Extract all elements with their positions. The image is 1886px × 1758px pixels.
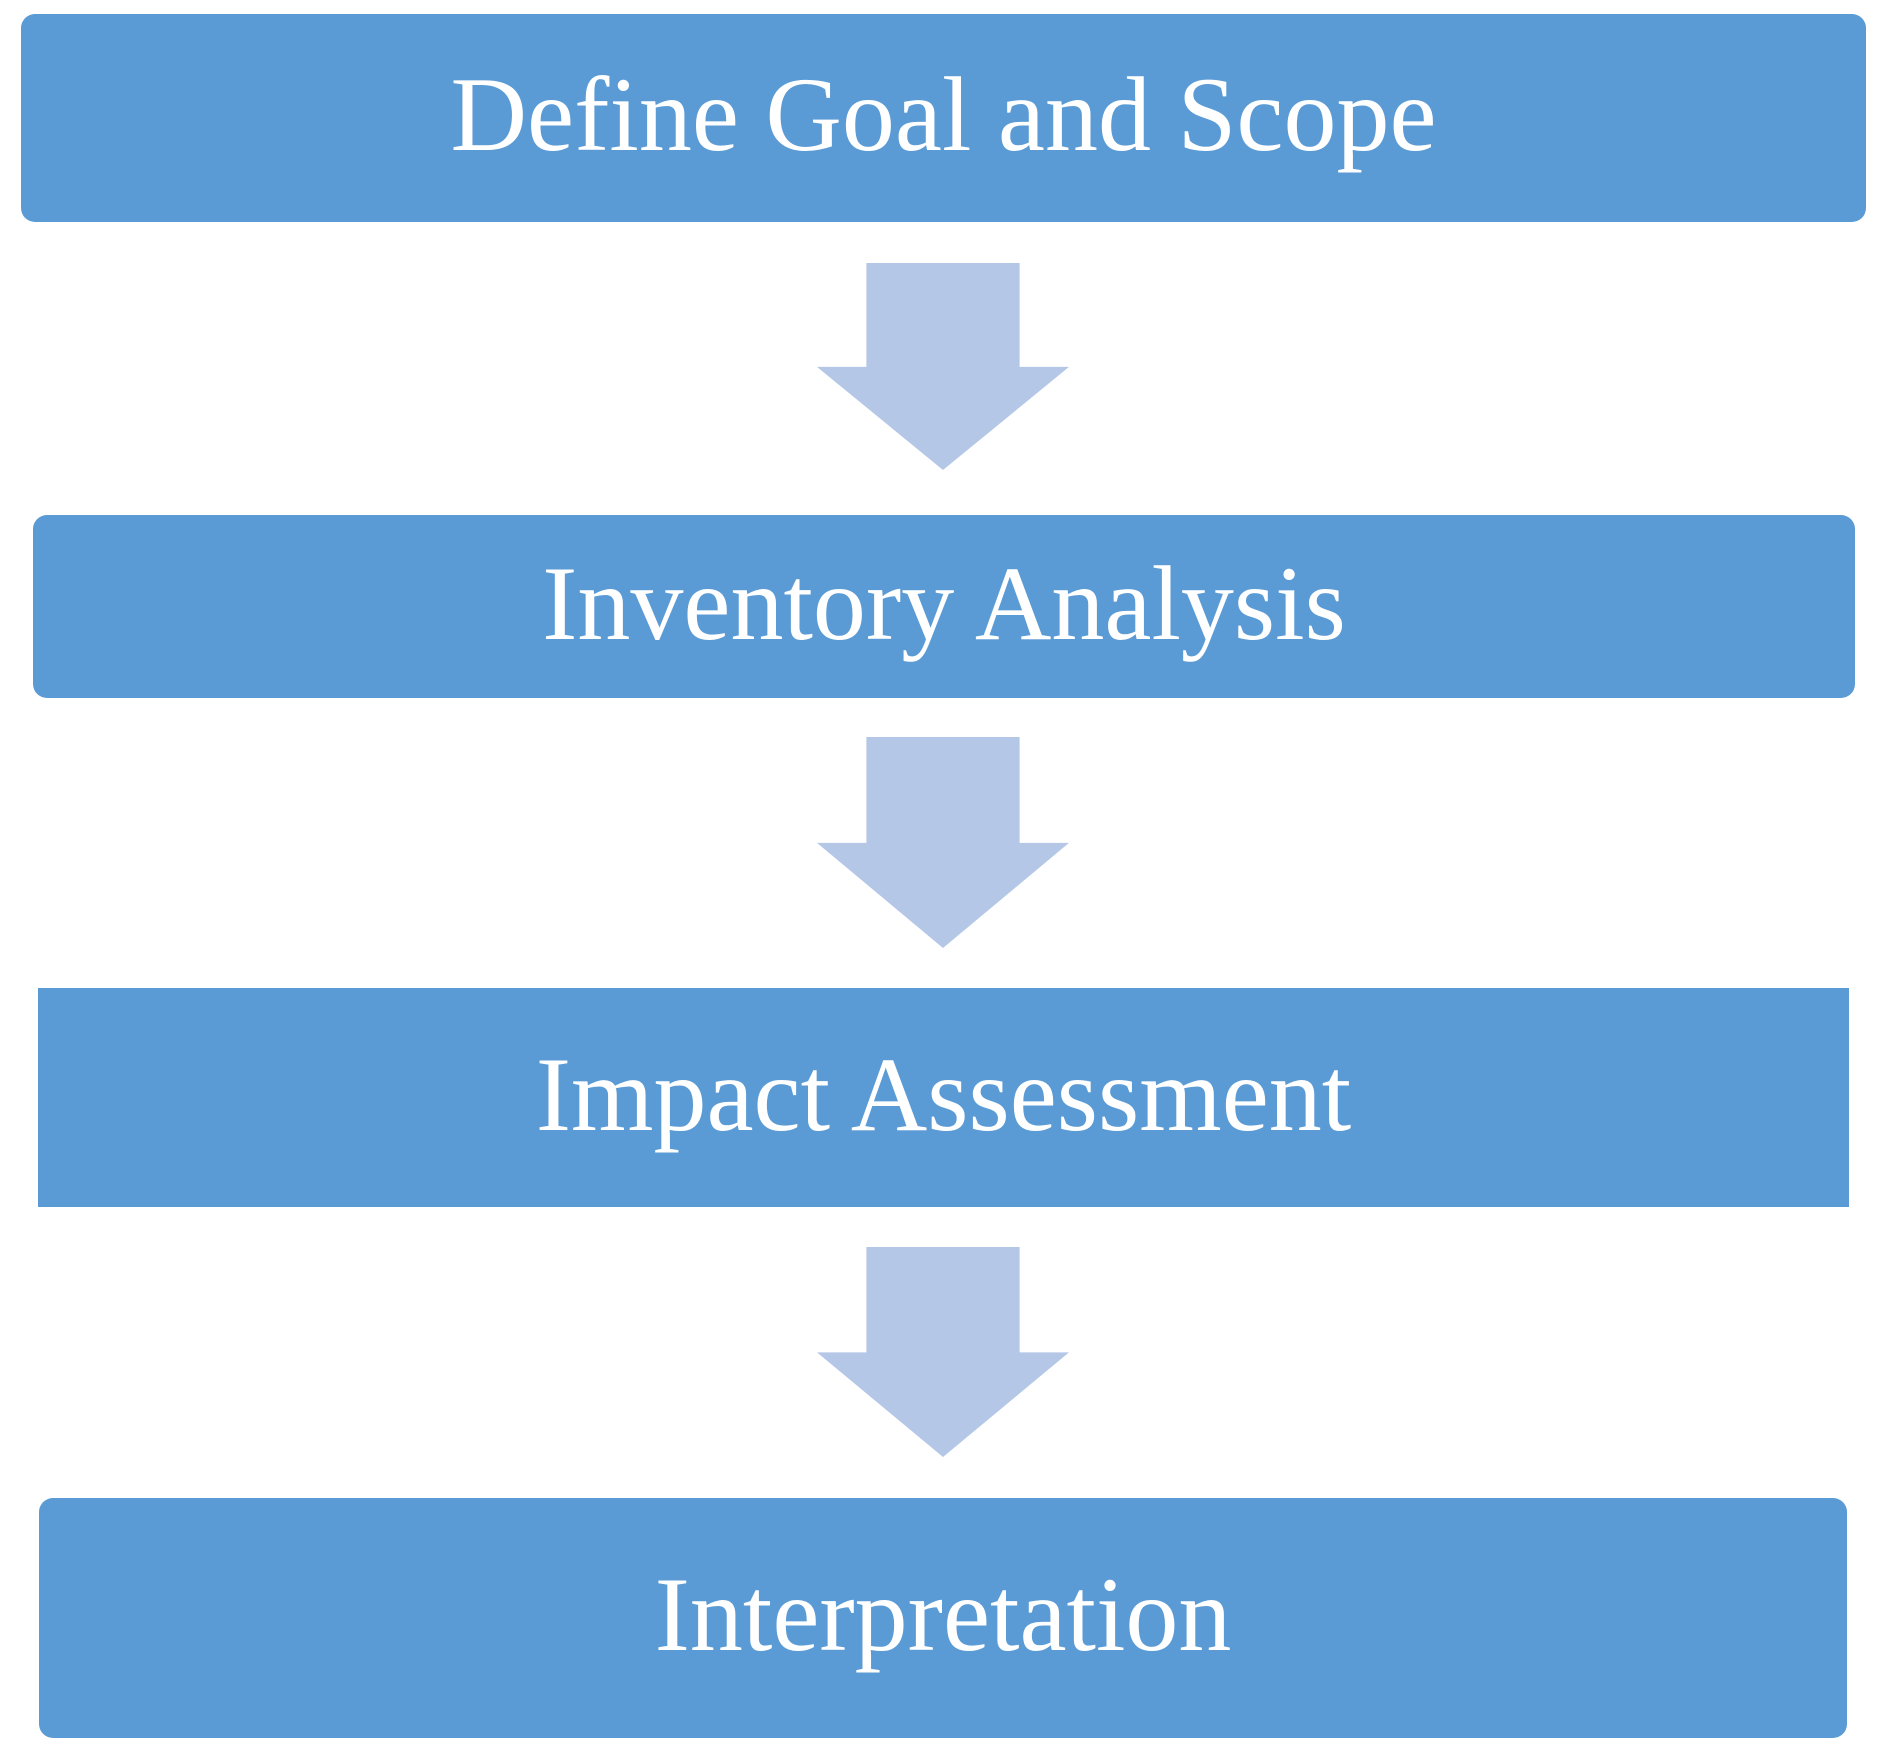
step-label-interpretation: Interpretation bbox=[654, 1556, 1232, 1673]
step-box-define-goal-and-scope: Define Goal and Scope bbox=[21, 14, 1866, 222]
step-label-inventory-analysis: Inventory Analysis bbox=[542, 544, 1346, 662]
step-box-impact-assessment: Impact Assessment bbox=[38, 988, 1849, 1207]
step-box-interpretation: Interpretation bbox=[39, 1498, 1847, 1738]
step-box-inventory-analysis: Inventory Analysis bbox=[33, 515, 1855, 698]
step-label-impact-assessment: Impact Assessment bbox=[535, 1035, 1352, 1153]
down-arrow-icon bbox=[817, 1247, 1069, 1457]
down-arrow-icon bbox=[817, 263, 1069, 470]
step-label-define-goal-and-scope: Define Goal and Scope bbox=[450, 56, 1437, 173]
down-arrow-icon bbox=[817, 737, 1069, 948]
